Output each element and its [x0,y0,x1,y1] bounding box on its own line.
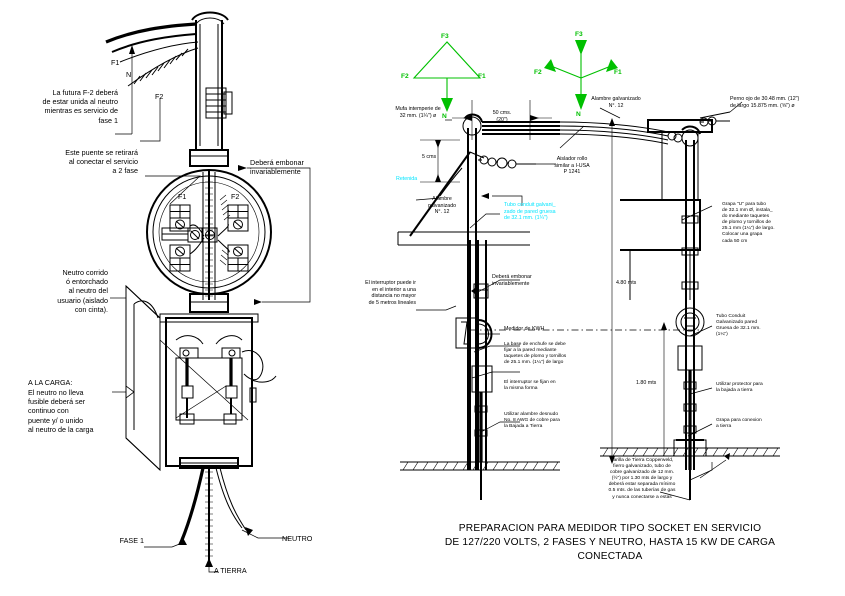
wye-label-f2: F2 [534,69,542,76]
note-tubo-conduit-cyan: Tubo conduit galvani_ zado de pared grue… [504,202,556,222]
note-embonar-left: Deberá embonar invariablemente [250,158,304,177]
note-a-la-carga-body: El neutro no lleva fusible deberá ser co… [28,388,94,434]
note-varilla-tierra: Varilla de Tierra Copperweld, fierro gal… [608,458,676,500]
note-perno-ojo: Perno ojo de 30.48 mm. (12") de largo 15… [730,96,800,109]
note-puente-retirar: Este puente se retirará al conectar el s… [65,148,138,176]
note-protector-bajada: Utilizar protector para la bajada a tier… [716,382,763,394]
note-alambre-galvanizado-izq: Alambre galvanizado N°. 12 [427,196,457,216]
wire-label-f1: F1 [111,58,120,67]
delta-label-f3: F3 [441,33,449,40]
note-neutro-corrido: Neutro corrido ó entorchado al neutro de… [57,268,108,314]
note-alambre-desnudo: Utilizar alambre desnudo No. 8 AWG de co… [504,412,560,430]
terminal-label-f1: F1 [178,192,187,201]
note-tubo-conduit-derecha: Tubo Conduit Galvanizado pared Gruesa de… [716,314,761,338]
note-grapa-tierra: Grapa para conexion a tierra [716,418,762,430]
note-grapa-u: Grapa "U" para tubo de 32.1 mm Ø, instal… [722,202,775,244]
note-medidor-kwh: Medidor de KWH [504,326,545,332]
delta-label-f2: F2 [401,73,409,80]
dim-5-cms: 5 cms [422,154,437,160]
label-neutro: NEUTRO [282,534,313,543]
delta-label-f1: F1 [478,73,486,80]
title-line-3: CONECTADA [577,551,643,562]
note-base-enchufe: La base de enchufe se debe fijar a la pa… [504,342,567,366]
note-interruptor-fijacion: El interruptor se fijan en la misma form… [504,380,556,392]
dim-480-mts: 4.80 mts [616,280,637,286]
dim-180-mts: 1.80 mts [636,380,657,386]
wye-label-f1: F1 [614,69,622,76]
note-aislador-rollo: Aislador rollo similar a I-USA P 1241 [554,156,590,176]
delta-label-n: N [442,113,447,120]
note-embonar-elev: Deberá embonar invariablemente [492,274,532,287]
left-mast-group [105,11,311,573]
wire-label-f2: F2 [155,92,164,101]
dim-50-cms: 50 cms. (20") [492,110,512,123]
elevation-linework [397,100,780,501]
wire-label-n: N [126,70,132,79]
wye-label-f3: F3 [575,31,583,38]
wye-label-n: N [576,111,581,118]
title-line-1: PREPARACION PARA MEDIDOR TIPO SOCKET EN … [458,523,762,534]
label-fase-1: FASE 1 [119,536,144,545]
note-alambre-galvanizado-der: Alambre galvanizado N°. 12 [591,96,641,109]
note-mufa: Mufa intemperie de 32 mm. (1¼") ø [395,106,441,119]
note-a-la-carga-title: A LA CARGA: [28,378,73,387]
title-line-2: DE 127/220 VOLTS, 2 FASES Y NEUTRO, HAST… [444,537,776,548]
note-interruptor-interior: El interruptor puede ir en el interior a… [365,280,416,306]
note-future-f2: La futura F-2 deberá de estar unida al n… [42,88,118,125]
label-a-tierra: A TIERRA [214,566,247,575]
note-retenida: Retenida [396,176,418,182]
terminal-label-f2: F2 [231,192,240,201]
phase-diagram-linework [412,40,618,112]
